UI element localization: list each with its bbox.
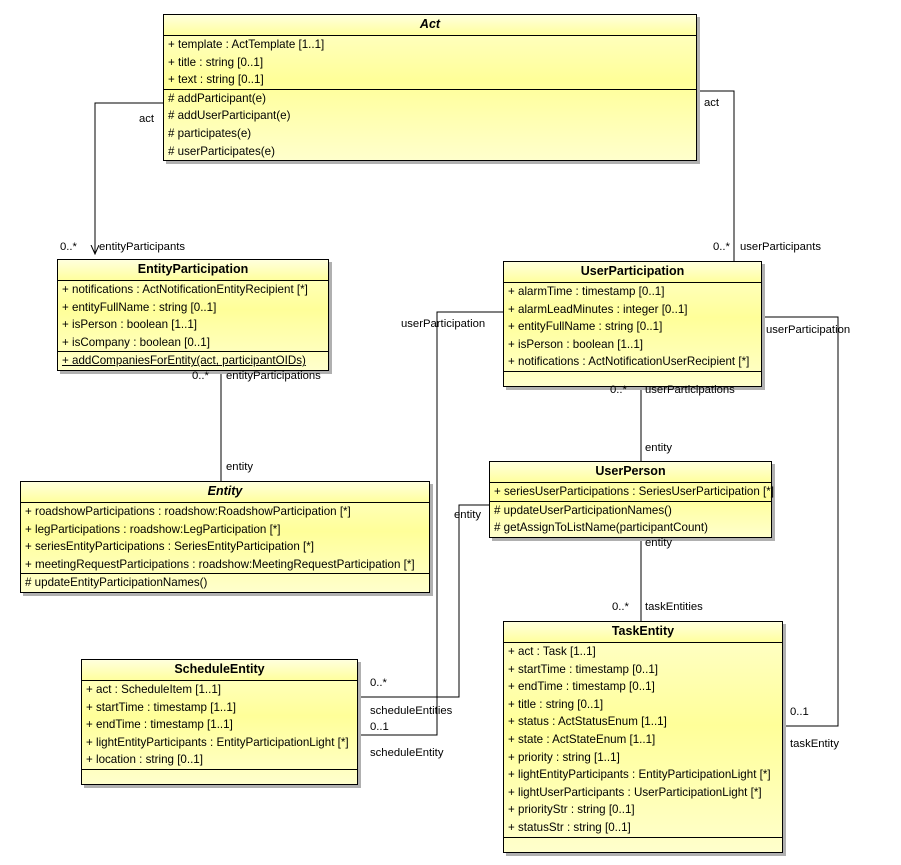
operation-static: + addCompaniesForEntity(act, participant… [62,354,306,368]
edge-label-multiplicity-entityparticipations: 0..* [192,370,209,382]
attributes-schedule-entity: + act : ScheduleItem [1..1] + startTime … [82,681,357,770]
edge-label-userparticipants: userParticipants [740,241,821,253]
attribute: + template : ActTemplate [1..1] [168,38,325,51]
operation: # addUserParticipant(e) [168,109,291,123]
class-act[interactable]: Act + template : ActTemplate [1..1] + ti… [163,14,697,162]
edge-label-entity-above-userperson: entity [645,442,673,454]
attribute: + title : string [0..1] [508,697,604,711]
attribute: + lightEntityParticipants : EntityPartic… [86,735,349,749]
attribute: + act : ScheduleItem [1..1] [86,683,222,696]
operations-entity: # updateEntityParticipationNames() [21,574,429,592]
attribute: + endTime : timestamp [1..1] [86,718,233,732]
attribute: + status : ActStatusEnum [1..1] [508,715,667,729]
operation: # participates(e) [168,126,252,140]
operations-schedule-entity [82,770,357,784]
class-schedule-entity[interactable]: ScheduleEntity + act : ScheduleItem [1..… [81,659,358,785]
operation: # addParticipant(e) [168,91,266,105]
edge-label-multiplicity-userparticipations: 0..* [610,384,627,396]
class-title-entity: Entity [21,482,429,503]
edge-userparticipation-taskentity [762,316,839,727]
operations-user-person: # updateUserParticipationNames() # getAs… [490,502,771,537]
attribute: + isCompany : boolean [0..1] [62,335,210,349]
class-entity[interactable]: Entity + roadshowParticipations : roadsh… [20,481,430,593]
attribute: + statusStr : string [0..1] [508,820,631,834]
attributes-task-entity: + act : Task [1..1] + startTime : timest… [504,643,782,838]
attribute: + entityFullName : string [0..1] [508,320,663,334]
edge-label-userparticipation-right: userParticipation [766,324,851,336]
class-title-task-entity: TaskEntity [504,622,782,643]
attribute: + alarmTime : timestamp [0..1] [508,285,665,298]
attributes-entity-participation: + notifications : ActNotificationEntityR… [58,281,328,353]
edge-label-multiplicity-taskentities: 0..* [612,601,629,613]
attribute: + alarmLeadMinutes : integer [0..1] [508,302,688,316]
attribute: + location : string [0..1] [86,753,203,767]
edge-label-entityparticipations: entityParticipations [226,370,321,382]
attribute: + title : string [0..1] [168,55,264,69]
attribute: + lightEntityParticipants : EntityPartic… [508,768,771,782]
attribute: + act : Task [1..1] [508,645,596,658]
class-title-user-person: UserPerson [490,462,771,483]
attribute: + priorityStr : string [0..1] [508,803,635,817]
attribute: + priority : string [1..1] [508,750,620,764]
class-title-schedule-entity: ScheduleEntity [82,660,357,681]
attribute: + text : string [0..1] [168,73,264,87]
operations-act: # addParticipant(e) # addUserParticipant… [164,90,696,160]
edge-label-act-left: act [139,113,155,125]
attribute: + state : ActStateEnum [1..1] [508,732,656,746]
edge-userparticipation-scheduleentity [358,311,503,736]
edge-label-multiplicity-scheduleentities: 0..* [370,677,387,689]
operation: # updateEntityParticipationNames() [25,576,208,590]
edge-act-entityparticipation [95,102,163,253]
attribute: + startTime : timestamp [0..1] [508,662,659,676]
edge-label-multiplicity-scheduleentity: 0..1 [370,721,389,733]
attribute: + meetingRequestParticipations : roadsho… [25,557,415,571]
edge-label-entity-below-userperson: entity [645,537,673,549]
attribute: + endTime : timestamp [0..1] [508,680,655,694]
operation: # updateUserParticipationNames() [494,503,672,517]
attributes-user-person: + seriesUserParticipations : SeriesUserP… [490,483,774,502]
class-title-user-participation: UserParticipation [504,262,761,283]
attribute: + notifications : ActNotificationUserRec… [508,355,750,369]
attributes-act: + template : ActTemplate [1..1] + title … [164,36,696,90]
edge-label-userparticipation-mid: userParticipation [401,318,486,330]
class-task-entity[interactable]: TaskEntity + act : Task [1..1] + startTi… [503,621,783,853]
operations-entity-participation: + addCompaniesForEntity(act, participant… [58,352,328,370]
attribute: + isPerson : boolean [1..1] [62,318,198,332]
class-title-act: Act [164,15,696,36]
attributes-entity: + roadshowParticipations : roadshow:Road… [21,503,429,575]
class-title-entity-participation: EntityParticipation [58,260,328,281]
attribute: + notifications : ActNotificationEntityR… [62,283,308,296]
attribute: + lightUserParticipants : UserParticipat… [508,785,762,799]
class-user-person[interactable]: UserPerson + seriesUserParticipations : … [489,461,774,538]
edge-act-userparticipation [697,90,735,261]
class-entity-participation[interactable]: EntityParticipation + notifications : Ac… [57,259,329,371]
edge-label-act-right: act [704,97,720,109]
class-user-participation[interactable]: UserParticipation + alarmTime : timestam… [503,261,762,387]
edge-label-entityparticipants: entityParticipants [99,241,186,253]
edge-label-scheduleentities: scheduleEntities [370,705,453,717]
attribute: + legParticipations : roadshow:LegPartic… [25,522,281,536]
edge-label-multiplicity-entityparticipants: 0..* [60,241,77,253]
attribute: + startTime : timestamp [1..1] [86,700,237,714]
edge-label-userparticipations: userParticipations [645,384,735,396]
edge-label-taskentities: taskEntities [645,601,703,613]
attribute: + seriesEntityParticipations : SeriesEnt… [25,540,315,554]
operation: # userParticipates(e) [168,144,275,158]
edge-userperson-scheduleentities [358,504,489,698]
attribute: + isPerson : boolean [1..1] [508,337,644,351]
attributes-user-participation: + alarmTime : timestamp [0..1] + alarmLe… [504,283,761,372]
attribute: + seriesUserParticipations : SeriesUserP… [494,485,774,498]
edge-label-entity-mid: entity [454,509,482,521]
attribute: + entityFullName : string [0..1] [62,300,217,314]
operation: # getAssignToListName(participantCount) [494,521,708,535]
edge-label-multiplicity-userparticipants: 0..* [713,241,730,253]
edge-label-taskentity: taskEntity [790,738,839,750]
attribute: + roadshowParticipations : roadshow:Road… [25,505,351,518]
edge-label-entity-above-entity: entity [226,461,254,473]
edge-label-multiplicity-taskentity: 0..1 [790,706,809,718]
edge-label-scheduleentity: scheduleEntity [370,747,444,759]
operations-task-entity [504,838,782,852]
